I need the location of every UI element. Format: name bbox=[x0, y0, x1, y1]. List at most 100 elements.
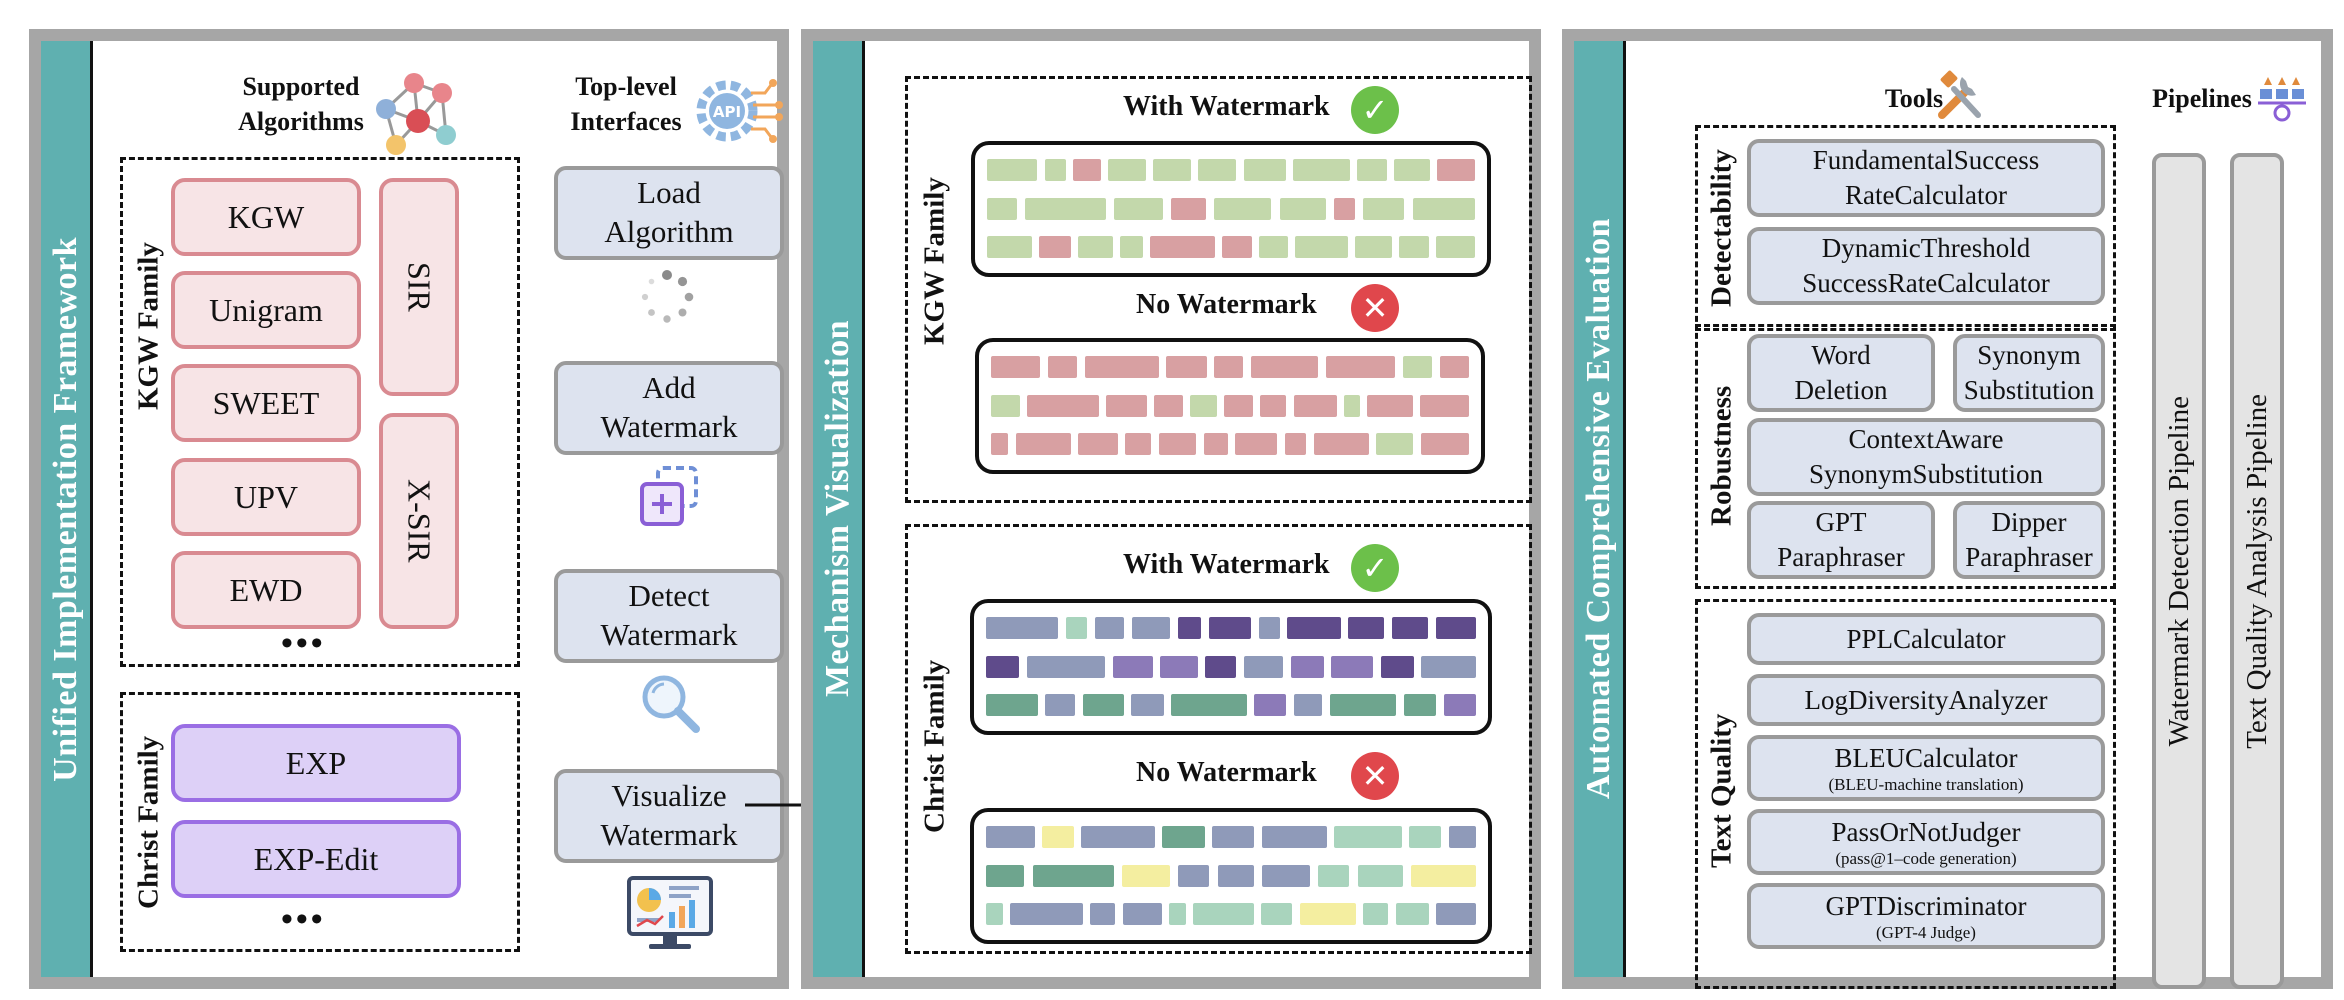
token-block bbox=[1299, 903, 1357, 925]
cross-badge-icon: ✕ bbox=[1351, 284, 1399, 332]
gpt-discriminator-label: GPTDiscriminator bbox=[1825, 890, 2027, 921]
token-block bbox=[1354, 236, 1393, 258]
token-block bbox=[1363, 903, 1389, 925]
token-block bbox=[1294, 236, 1349, 258]
token-block bbox=[1443, 694, 1476, 716]
kgw-visualization-label: KGW Family bbox=[918, 177, 951, 345]
loading-spinner-icon bbox=[641, 270, 694, 323]
token-block bbox=[1107, 159, 1146, 181]
christ-family-group bbox=[120, 692, 520, 952]
token-block bbox=[1261, 903, 1293, 925]
token-block bbox=[986, 617, 1059, 639]
pass-or-not-judger-label: PassOrNotJudger bbox=[1831, 816, 2021, 847]
text-quality-analysis-pipeline: Text Quality Analysis Pipeline bbox=[2230, 153, 2284, 989]
token-block bbox=[1395, 903, 1430, 925]
load-algorithm-interface: Load Algorithm bbox=[554, 166, 784, 260]
token-block bbox=[1016, 433, 1071, 455]
add-watermark-interface: Add Watermark bbox=[554, 361, 784, 455]
christ-with-watermark-title: With Watermark bbox=[1123, 549, 1330, 580]
algo-x-sir-label: X-SIR bbox=[401, 479, 438, 563]
token-block bbox=[1293, 159, 1350, 181]
token-block bbox=[1166, 356, 1207, 378]
token-block bbox=[1208, 617, 1252, 639]
sidebar-automated-evaluation: Automated Comprehensive Evaluation bbox=[1574, 41, 1626, 977]
token-block bbox=[991, 433, 1009, 455]
pass-or-not-judger-note: (pass@1–code generation) bbox=[1835, 849, 2017, 869]
token-block bbox=[1193, 903, 1254, 925]
token-block bbox=[1258, 617, 1280, 639]
token-block bbox=[991, 395, 1020, 417]
token-block bbox=[1380, 656, 1414, 678]
tools-wrench-icon bbox=[1938, 70, 1981, 119]
bleu-calculator-label: BLEUCalculator bbox=[1834, 742, 2018, 773]
check-badge-icon: ✓ bbox=[1351, 86, 1399, 134]
token-block bbox=[1045, 694, 1076, 716]
token-block bbox=[1203, 433, 1228, 455]
token-block bbox=[1439, 356, 1469, 378]
token-block bbox=[986, 826, 1035, 848]
kgw-visualization-group bbox=[905, 76, 1532, 503]
token-block bbox=[991, 356, 1041, 378]
token-block bbox=[1078, 433, 1118, 455]
token-block bbox=[987, 159, 1038, 181]
log-diversity-analyzer: LogDiversityAnalyzer bbox=[1747, 674, 2105, 726]
token-block bbox=[1122, 865, 1171, 887]
token-block bbox=[1290, 656, 1324, 678]
token-block bbox=[1357, 159, 1387, 181]
check-badge-icon: ✓ bbox=[1351, 544, 1399, 592]
token-block bbox=[1177, 617, 1202, 639]
token-block bbox=[986, 903, 1003, 925]
token-block bbox=[1367, 395, 1413, 417]
panel-automated-evaluation: Automated Comprehensive Evaluation Tools… bbox=[1562, 29, 2333, 989]
token-block bbox=[1125, 433, 1152, 455]
christ-visualization-group bbox=[905, 524, 1532, 954]
token-block bbox=[1217, 865, 1254, 887]
sidebar-title: Automated Comprehensive Evaluation bbox=[1579, 218, 1617, 800]
kgw-no-watermark-title: No Watermark bbox=[1136, 289, 1317, 320]
watermark-detection-pipeline: Watermark Detection Pipeline bbox=[2152, 153, 2206, 989]
watermark-detection-pipeline-label: Watermark Detection Pipeline bbox=[2162, 395, 2195, 747]
token-block bbox=[1090, 903, 1116, 925]
algo-sir: SIR bbox=[379, 178, 459, 396]
gpt-discriminator-note: (GPT-4 Judge) bbox=[1876, 923, 1976, 943]
algo-upv: UPV bbox=[171, 458, 361, 536]
magnifier-icon bbox=[642, 675, 700, 733]
token-block bbox=[1223, 395, 1253, 417]
sidebar-implementation-framework: Unified Implementation Framework bbox=[41, 41, 93, 977]
token-block bbox=[1009, 903, 1083, 925]
token-block bbox=[1105, 395, 1147, 417]
context-aware-synonym-substitution-attack: ContextAware SynonymSubstitution bbox=[1747, 418, 2105, 496]
token-block bbox=[1153, 159, 1192, 181]
bleu-calculator-note: (BLEU-machine translation) bbox=[1828, 775, 2024, 795]
algo-exp-edit: EXP-Edit bbox=[171, 820, 461, 898]
token-block bbox=[1243, 656, 1284, 678]
token-block bbox=[1251, 356, 1319, 378]
dynamic-threshold-success-rate-calculator: DynamicThreshold SuccessRateCalculator bbox=[1747, 227, 2105, 305]
christ-watermarked-tokens bbox=[970, 599, 1492, 735]
token-block bbox=[1403, 356, 1433, 378]
pipelines-title: Pipelines bbox=[2152, 84, 2252, 113]
token-block bbox=[1041, 826, 1074, 848]
token-block bbox=[1150, 236, 1216, 258]
christ-unwatermarked-tokens bbox=[970, 808, 1492, 944]
token-block bbox=[1026, 656, 1106, 678]
token-block bbox=[1170, 198, 1206, 220]
text-quality-label: Text Quality bbox=[1705, 713, 1738, 869]
token-block bbox=[1077, 236, 1113, 258]
token-block bbox=[1211, 826, 1255, 848]
gpt-discriminator: GPTDiscriminator(GPT-4 Judge) bbox=[1747, 883, 2105, 949]
token-block bbox=[1412, 198, 1475, 220]
token-block bbox=[1326, 356, 1396, 378]
token-block bbox=[1261, 826, 1328, 848]
token-block bbox=[1420, 433, 1469, 455]
token-block bbox=[1025, 198, 1107, 220]
kgw-watermarked-tokens bbox=[971, 141, 1491, 277]
token-block bbox=[1131, 694, 1164, 716]
token-block bbox=[1329, 694, 1397, 716]
token-block bbox=[1026, 395, 1099, 417]
token-block bbox=[1113, 656, 1153, 678]
token-block bbox=[986, 656, 1019, 678]
algo-exp: EXP bbox=[171, 724, 461, 802]
svg-text:API: API bbox=[713, 103, 741, 121]
token-block bbox=[1391, 617, 1429, 639]
